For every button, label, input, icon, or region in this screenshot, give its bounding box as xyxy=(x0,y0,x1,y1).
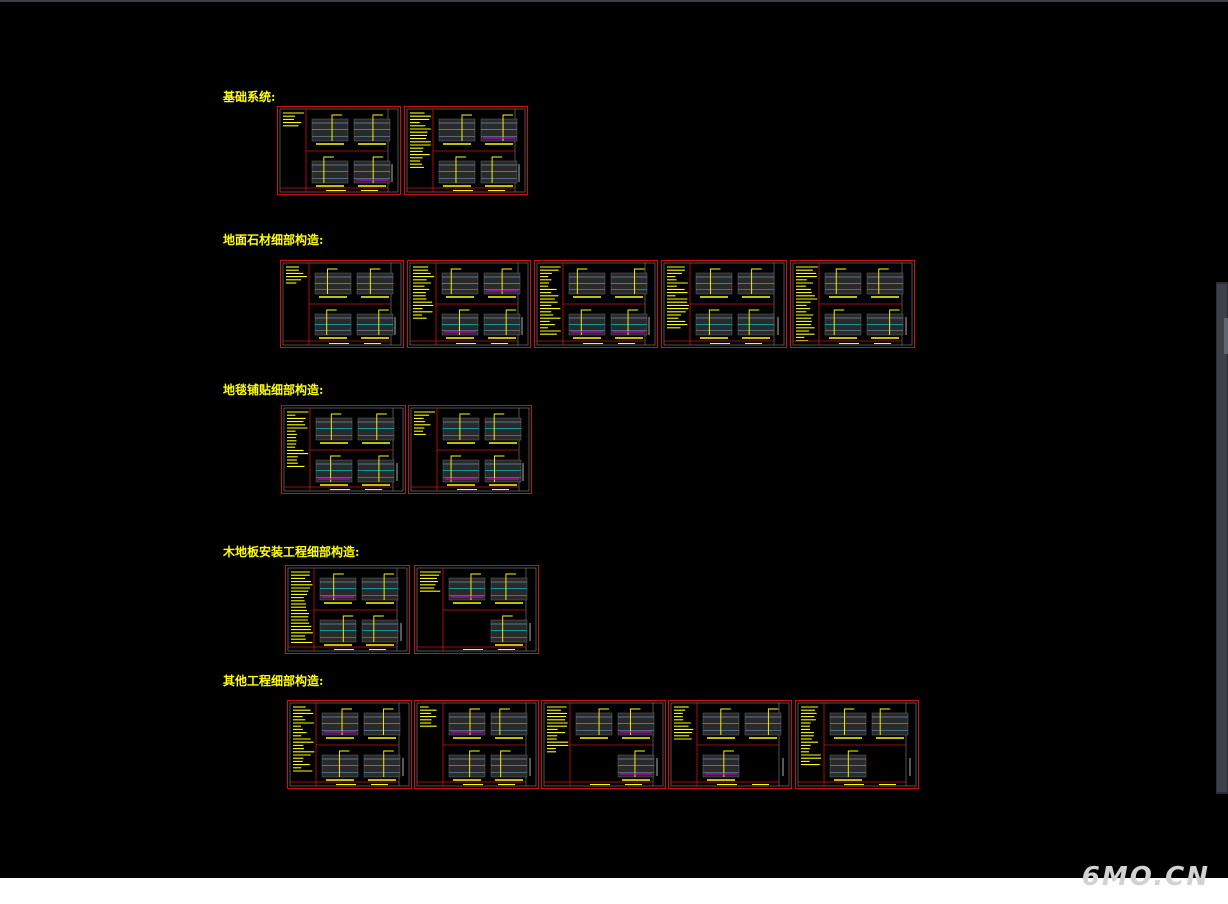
section-title-stone-floor: 地面石材细部构造: xyxy=(223,233,324,247)
sheet-graphics xyxy=(416,702,537,787)
window-top-border xyxy=(0,0,1228,2)
drawing-sheet-wood-1[interactable] xyxy=(285,565,410,654)
sheet-graphics xyxy=(536,262,656,346)
sheet-graphics xyxy=(406,108,526,193)
section-title-foundation: 基础系统: xyxy=(223,90,276,104)
drawing-sheet-stone-1[interactable] xyxy=(280,260,404,348)
bottom-strip xyxy=(0,878,1228,904)
sheet-graphics xyxy=(792,262,913,346)
scrollbar-thumb[interactable] xyxy=(1217,284,1227,792)
drawing-sheet-other-4[interactable] xyxy=(668,700,792,789)
section-title-other: 其他工程细部构造: xyxy=(223,674,324,688)
sheet-graphics xyxy=(797,702,917,787)
drawing-sheet-other-5[interactable] xyxy=(795,700,919,789)
sheet-graphics xyxy=(543,702,664,787)
sheet-graphics xyxy=(416,567,537,652)
drawing-sheet-stone-4[interactable] xyxy=(661,260,787,348)
drawing-sheet-carpet-1[interactable] xyxy=(281,405,406,494)
drawing-sheet-stone-3[interactable] xyxy=(534,260,658,348)
drawing-sheet-stone-5[interactable] xyxy=(790,260,915,348)
drawing-sheet-wood-2[interactable] xyxy=(414,565,539,654)
drawing-sheet-stone-2[interactable] xyxy=(407,260,531,348)
sheet-graphics xyxy=(409,262,529,346)
sheet-graphics xyxy=(670,702,790,787)
sheet-graphics xyxy=(287,567,408,652)
sheet-graphics xyxy=(279,108,399,193)
sheet-graphics xyxy=(410,407,530,492)
drawing-sheet-other-3[interactable] xyxy=(541,700,666,789)
sheet-graphics xyxy=(663,262,785,346)
drawing-sheet-carpet-2[interactable] xyxy=(408,405,532,494)
watermark-logo: 6MO.CN xyxy=(1081,862,1210,892)
sheet-graphics xyxy=(289,702,410,787)
section-title-carpet: 地毯铺贴细部构造: xyxy=(223,383,324,397)
drawing-sheet-other-2[interactable] xyxy=(414,700,539,789)
sheet-graphics xyxy=(282,262,402,346)
drawing-sheet-foundation-2[interactable] xyxy=(404,106,528,195)
drawing-sheet-foundation-1[interactable] xyxy=(277,106,401,195)
section-title-wood-floor: 木地板安装工程细部构造: xyxy=(223,545,360,559)
sheet-graphics xyxy=(283,407,404,492)
panel-edge-handle[interactable] xyxy=(1224,318,1228,354)
drawing-sheet-other-1[interactable] xyxy=(287,700,412,789)
cad-drawing-canvas[interactable]: 基础系统: 地面石材细部构造: 地毯铺贴细部构造: 木地板安装工程细部构造: 其… xyxy=(0,2,1228,878)
